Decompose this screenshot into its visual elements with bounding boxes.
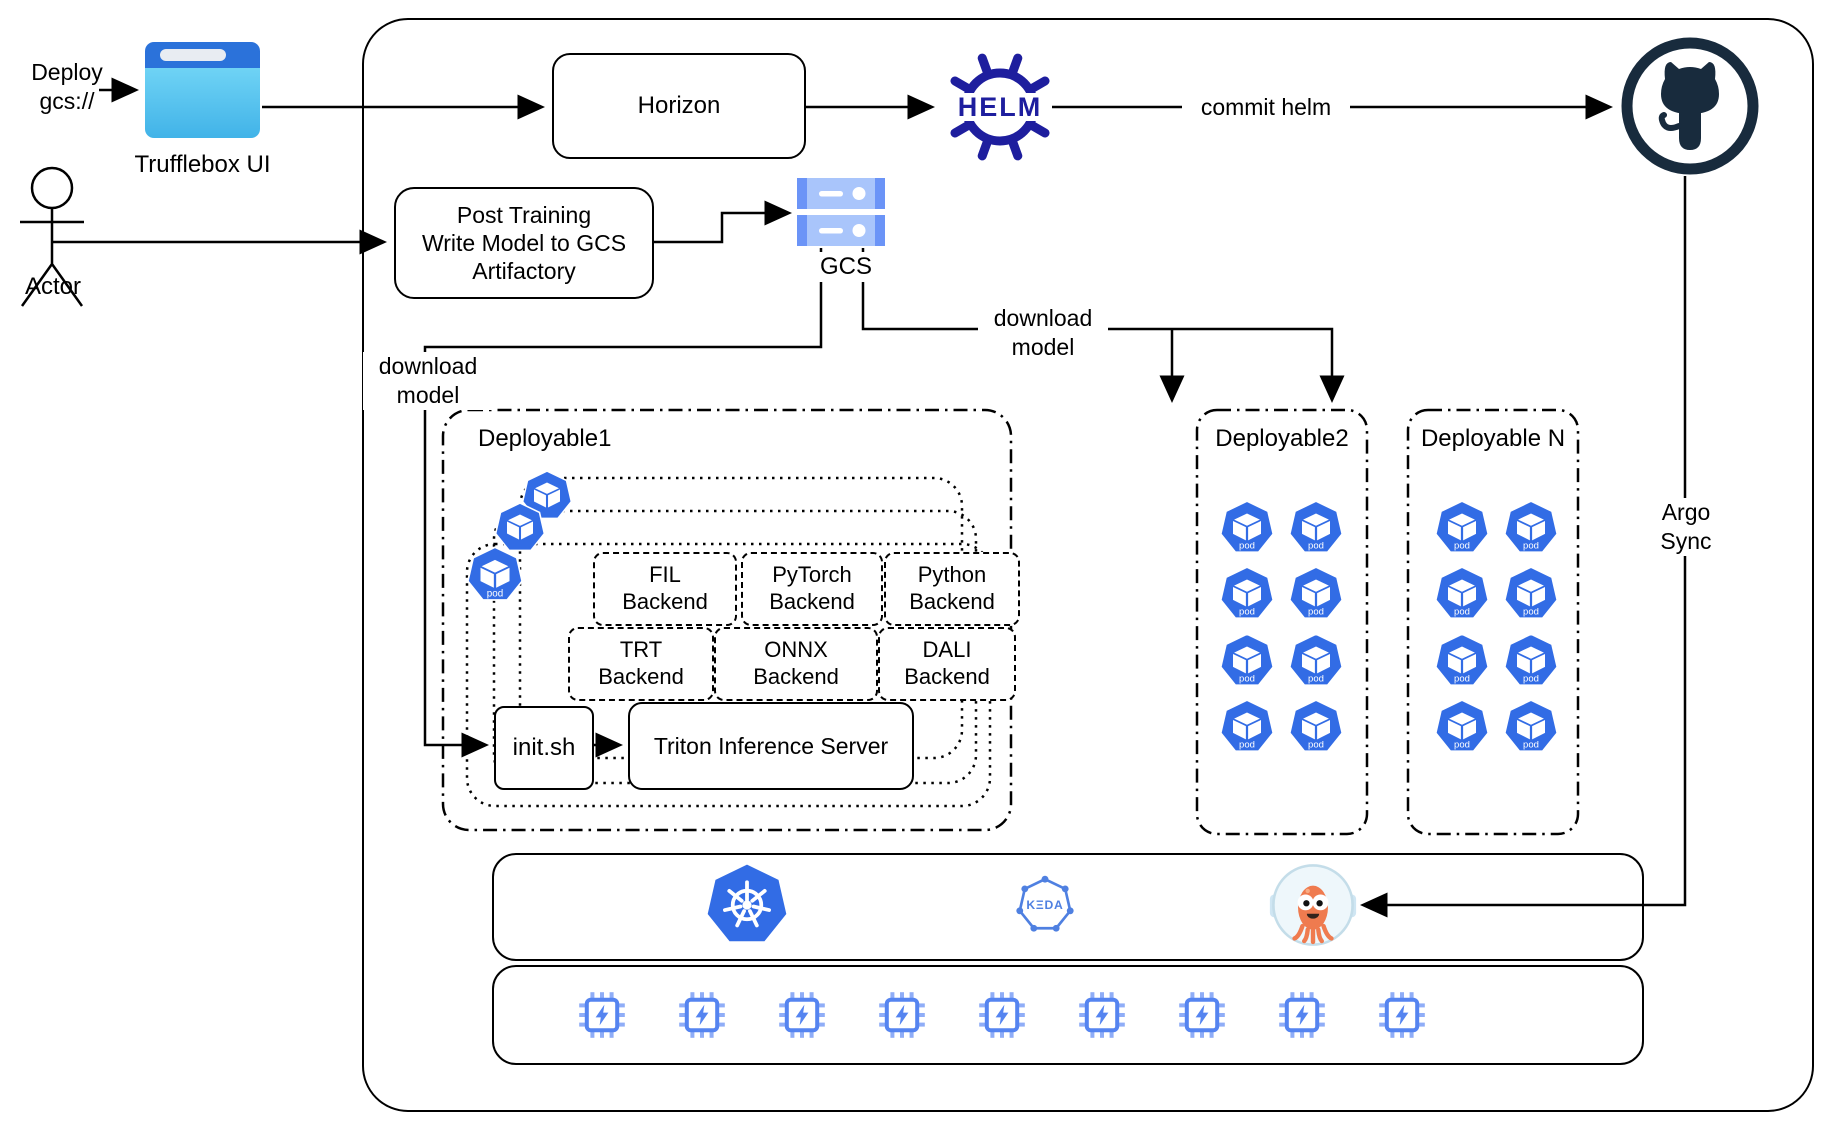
backend-pytorch-label: PyTorch Backend <box>769 562 855 614</box>
gpu-chip-icon <box>879 992 925 1038</box>
commit-helm-label: commit helm <box>1182 93 1350 122</box>
gpu-chip-icon <box>679 992 725 1038</box>
argo-icon <box>1269 864 1357 946</box>
gpu-chip-icon <box>579 992 625 1038</box>
gpu-bar <box>492 965 1644 1065</box>
orchestration-bar <box>492 853 1644 961</box>
init-sh-box: init.sh <box>494 706 594 790</box>
backend-dali: DALI Backend <box>878 627 1016 701</box>
triton-label: Triton Inference Server <box>653 732 889 759</box>
post-training-box: Post Training Write Model to GCS Artifac… <box>394 187 654 299</box>
keda-icon: KΞDA <box>1016 875 1074 932</box>
deployable1-label: Deployable1 <box>478 425 612 452</box>
helm-logo-icon: HELM <box>948 53 1052 161</box>
deploy-gcs-label: Deploy gcs:// <box>31 59 103 114</box>
backend-trt-label: TRT Backend <box>598 637 684 689</box>
gpu-chip-icon <box>1179 992 1225 1038</box>
gcs-label: GCS <box>808 252 884 282</box>
gpu-chip-icon <box>1079 992 1125 1038</box>
gpu-chip-icon <box>1279 992 1325 1038</box>
backend-trt: TRT Backend <box>568 627 714 701</box>
trufflebox-icon <box>145 42 260 138</box>
trufflebox-label: Trufflebox UI <box>134 151 271 178</box>
init-sh-label: init.sh <box>512 734 576 762</box>
horizon-label: Horizon <box>637 92 721 120</box>
backend-fil-label: FIL Backend <box>622 562 708 614</box>
backend-dali-label: DALI Backend <box>904 637 990 689</box>
gpu-chip-icon <box>979 992 1025 1038</box>
gcs-icon <box>797 178 885 246</box>
platform-container <box>362 18 1814 1112</box>
svg-text:HELM: HELM <box>958 92 1043 122</box>
gpu-chip-icon <box>1379 992 1425 1038</box>
backend-pytorch: PyTorch Backend <box>741 552 883 626</box>
download-model-left-label: download model <box>363 352 493 410</box>
horizon-box: Horizon <box>552 53 806 159</box>
backend-onnx: ONNX Backend <box>714 627 878 701</box>
gpu-chip-icon <box>779 992 825 1038</box>
argo-sync-label: Argo Sync <box>1630 498 1742 556</box>
svg-text:KΞDA: KΞDA <box>1026 898 1063 912</box>
backend-fil: FIL Backend <box>593 552 737 626</box>
deployable2-label: Deployable2 <box>1215 425 1349 452</box>
kubernetes-icon <box>707 864 787 942</box>
backend-python-label: Python Backend <box>909 562 995 614</box>
download-model-right-label: download model <box>978 304 1108 362</box>
deployableN-label: Deployable N <box>1420 425 1566 452</box>
gpu-chip-row <box>494 967 1642 1063</box>
post-training-label: Post Training Write Model to GCS Artifac… <box>421 201 627 285</box>
backend-onnx-label: ONNX Backend <box>753 637 839 689</box>
backend-python: Python Backend <box>884 552 1020 626</box>
triton-box: Triton Inference Server <box>628 702 914 790</box>
actor-label: Actor <box>24 273 81 300</box>
github-icon <box>1621 37 1759 175</box>
